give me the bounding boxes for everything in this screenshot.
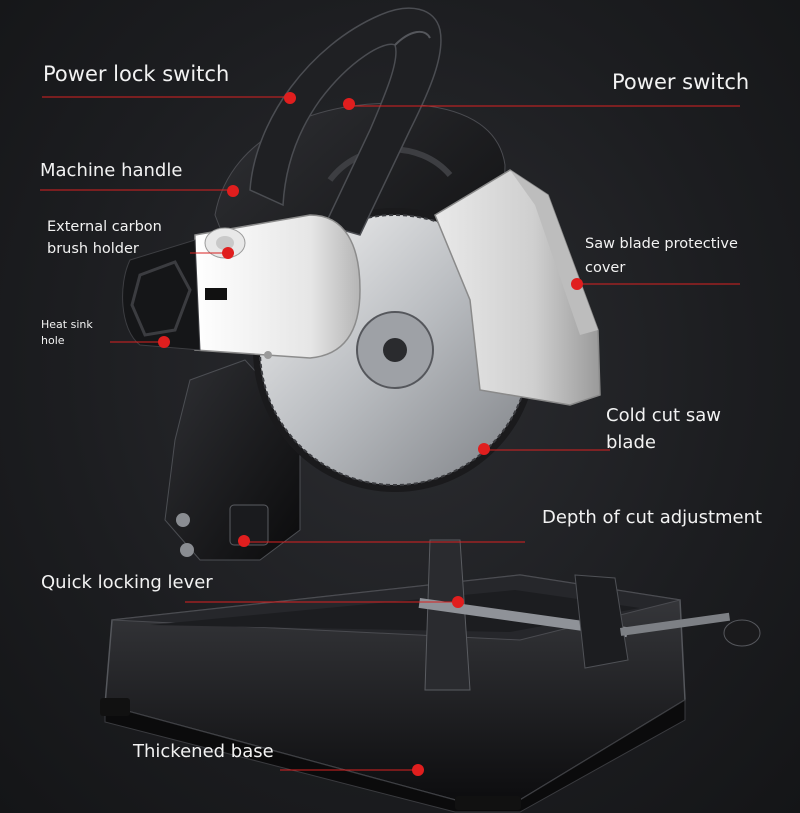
marker-dots [158, 92, 583, 776]
label-power-switch: Power switch [612, 70, 750, 94]
protective-cover-shape [434, 169, 601, 406]
label-machine-handle: Machine handle [40, 160, 183, 181]
label-blade-cover-line2: cover [585, 260, 626, 276]
label-depth-adjustment: Depth of cut adjustment [542, 507, 763, 528]
label-heat-sink-line2: hole [41, 334, 65, 347]
label-carbon-brush-line1: External carbon [47, 219, 162, 235]
label-cold-blade-line2: blade [606, 432, 656, 453]
label-cold-blade-line1: Cold cut saw [606, 405, 721, 426]
leader-lines [40, 96, 740, 771]
label-power-lock-switch: Power lock switch [43, 62, 230, 86]
label-quick-locking-lever: Quick locking lever [41, 572, 213, 593]
label-blade-cover-line1: Saw blade protective [585, 236, 738, 252]
label-thickened-base: Thickened base [133, 741, 274, 762]
label-heat-sink-line1: Heat sink [41, 318, 93, 331]
label-carbon-brush-line2: brush holder [47, 241, 139, 257]
machine-handle-shape [249, 7, 442, 236]
vise-assembly-shape [418, 539, 761, 691]
pivot-arm-shape [164, 359, 301, 561]
motor-housing-shape [122, 214, 361, 359]
